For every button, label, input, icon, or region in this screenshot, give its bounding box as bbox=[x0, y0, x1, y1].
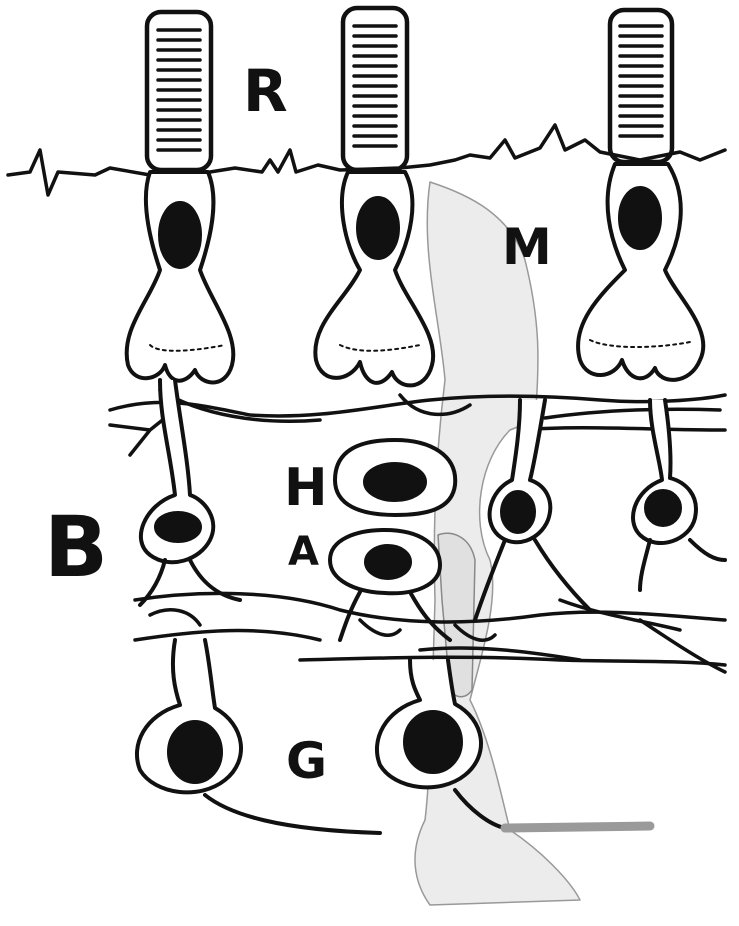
label-m: M bbox=[502, 222, 552, 272]
nerve-fiber-gray bbox=[505, 826, 650, 828]
label-b: B bbox=[44, 505, 108, 589]
photoreceptor-left bbox=[127, 12, 234, 383]
label-r: R bbox=[243, 62, 288, 120]
photoreceptor-right bbox=[578, 10, 703, 380]
ganglion-cell-left bbox=[137, 640, 380, 833]
photoreceptor-middle bbox=[315, 8, 433, 385]
horizontal-cell bbox=[335, 440, 455, 515]
muller-cell bbox=[415, 182, 580, 905]
label-g: G bbox=[286, 736, 327, 786]
label-a: A bbox=[288, 532, 319, 572]
label-h: H bbox=[284, 462, 328, 514]
